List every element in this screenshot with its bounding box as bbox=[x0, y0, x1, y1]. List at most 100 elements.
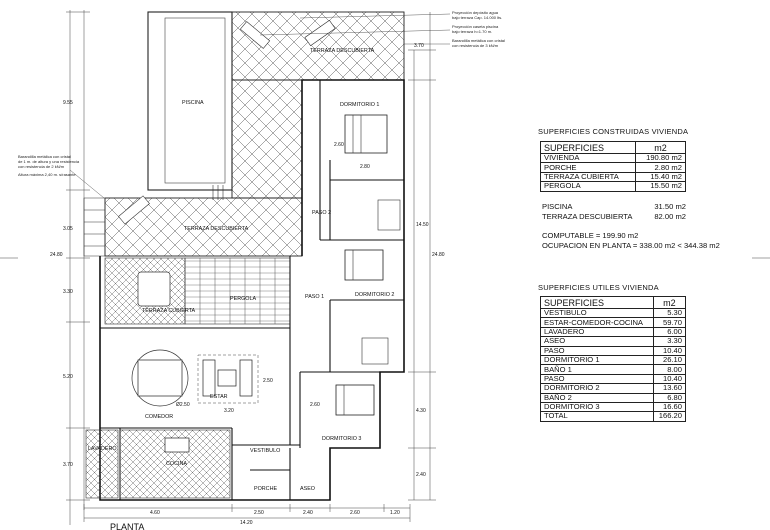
row-value: 26.10 bbox=[652, 354, 687, 366]
extra-row: TERRAZA DESCUBIERTA 82.00 m2 bbox=[542, 212, 686, 222]
total-value: 166.20 bbox=[652, 411, 687, 422]
label-lavadero: LAVADERO bbox=[88, 446, 117, 452]
dim-d260a: 2.60 bbox=[334, 142, 344, 148]
row-name: VESTIBULO bbox=[540, 307, 654, 319]
note-barandilla-1: Barandilla metálica con cristal bbox=[452, 38, 505, 43]
header-unit: m2 bbox=[652, 296, 687, 309]
dim-l955: 9.55 bbox=[63, 100, 73, 106]
construidas-extra: PISCINA 31.50 m2 TERRAZA DESCUBIERTA 82.00… bbox=[542, 202, 686, 221]
label-pergola: PERGOLA bbox=[230, 296, 256, 302]
note-barandilla-2b: de 1 m. de altura y una resistencia bbox=[18, 159, 80, 164]
row-name: TERRAZA CUBIERTA bbox=[539, 171, 637, 183]
row-name: PERGOLA bbox=[539, 181, 637, 192]
row-value: 10.40 bbox=[652, 345, 687, 356]
dim-b120: 1.20 bbox=[390, 510, 400, 516]
dim-r370: 3.70 bbox=[414, 43, 424, 49]
dim-d250b: Ø2.50 bbox=[176, 402, 190, 408]
header-name: SUPERFICIES bbox=[540, 296, 654, 309]
label-vestibulo: VESTIBULO bbox=[250, 448, 280, 454]
row-name: DORMITORIO 2 bbox=[540, 383, 654, 394]
row-value: 6.00 bbox=[652, 326, 687, 338]
note-caseta-2: bajo terraza h=1.70 m. bbox=[452, 29, 492, 34]
dim-l305: 3.05 bbox=[63, 226, 73, 232]
utiles-title: SUPERFICIES UTILES VIVIENDA bbox=[538, 283, 659, 292]
row-name: DORMITORIO 3 bbox=[540, 401, 654, 413]
row-value: 2.80 m2 bbox=[635, 162, 686, 173]
label-paso-1: PASO 1 bbox=[305, 294, 324, 300]
row-value: 15.50 m2 bbox=[635, 181, 686, 192]
dim-l330: 3.30 bbox=[63, 289, 73, 295]
note-barandilla-1b: con resistencia de 3 kN/m bbox=[452, 43, 499, 48]
row-name: PASO bbox=[540, 373, 654, 385]
dim-b260: 2.60 bbox=[350, 510, 360, 516]
dim-r430: 4.30 bbox=[416, 408, 426, 414]
row-value: 190.80 m2 bbox=[635, 152, 686, 164]
extra-value: 82.00 m2 bbox=[654, 211, 686, 221]
row-value: 5.30 bbox=[652, 307, 687, 319]
note-deposito-2: bajo terraza Cap. 14.000 lts. bbox=[452, 15, 502, 20]
row-name: LAVADERO bbox=[540, 326, 654, 338]
row-value: 3.30 bbox=[652, 336, 687, 347]
label-dormitorio-3: DORMITORIO 3 bbox=[322, 436, 361, 442]
dim-l2480: 24.80 bbox=[50, 252, 63, 258]
label-comedor: COMEDOR bbox=[145, 414, 173, 420]
construidas-title: SUPERFICIES CONSTRUIDAS VIVIENDA bbox=[538, 127, 689, 136]
row-value: 13.60 bbox=[652, 383, 687, 394]
table-header: SUPERFICIES m2 bbox=[539, 141, 686, 154]
extra-name: TERRAZA DESCUBIERTA bbox=[542, 211, 633, 221]
extra-name: PISCINA bbox=[542, 202, 573, 211]
label-dormitorio-2: DORMITORIO 2 bbox=[355, 292, 394, 298]
label-terraza-descubierta-mid: TERRAZA DESCUBIERTA bbox=[184, 226, 249, 232]
label-piscina: PISCINA bbox=[182, 100, 204, 106]
dim-d260b: 2.60 bbox=[310, 402, 320, 408]
dim-r1450: 14.50 bbox=[416, 222, 429, 228]
row-value: 6.80 bbox=[652, 392, 687, 403]
row-name: ASEO bbox=[540, 336, 654, 347]
note-barandilla-2: Barandilla metálica con cristal bbox=[18, 154, 71, 159]
extra-row: PISCINA 31.50 m2 bbox=[542, 202, 686, 212]
ocupacion-line: OCUPACION EN PLANTA = 338.00 m2 < 344.38… bbox=[542, 241, 720, 250]
label-estar: ESTAR bbox=[210, 394, 228, 400]
row-value: 15.40 m2 bbox=[635, 171, 686, 183]
label-terraza-descubierta-top: TERRAZA DESCUBIERTA bbox=[310, 48, 375, 54]
dim-d320: 3.20 bbox=[224, 408, 234, 414]
row-value: 8.00 bbox=[652, 364, 687, 375]
row-value: 59.70 bbox=[652, 317, 687, 328]
dim-b1420: 14.20 bbox=[240, 520, 253, 526]
label-terraza-cubierta: TERRAZA CUBIERTA bbox=[142, 308, 196, 314]
dim-r2480: 24.80 bbox=[432, 252, 445, 258]
table-header: SUPERFICIES m2 bbox=[540, 296, 687, 309]
header-unit: m2 bbox=[635, 141, 686, 154]
plan-title: PLANTA bbox=[110, 522, 144, 530]
row-value: 16.60 bbox=[652, 401, 687, 413]
label-dormitorio-1: DORMITORIO 1 bbox=[340, 102, 379, 108]
total-name: TOTAL bbox=[540, 411, 654, 422]
note-deposito: Proyección depósito agua bbox=[452, 10, 499, 15]
label-cocina: COCINA bbox=[166, 461, 187, 467]
extra-value: 31.50 m2 bbox=[654, 202, 686, 211]
row-name: BAÑO 1 bbox=[540, 364, 654, 375]
dim-d280: 2.80 bbox=[360, 164, 370, 170]
row-value: 10.40 bbox=[652, 373, 687, 385]
computable-line: COMPUTABLE = 199.90 m2 bbox=[542, 231, 639, 240]
note-barandilla-2c: con resistencia de 2 kN/m bbox=[18, 164, 65, 169]
dim-l370: 3.70 bbox=[63, 462, 73, 468]
note-caseta: Proyección caseta piscina bbox=[452, 24, 499, 29]
row-name: PASO bbox=[540, 345, 654, 356]
